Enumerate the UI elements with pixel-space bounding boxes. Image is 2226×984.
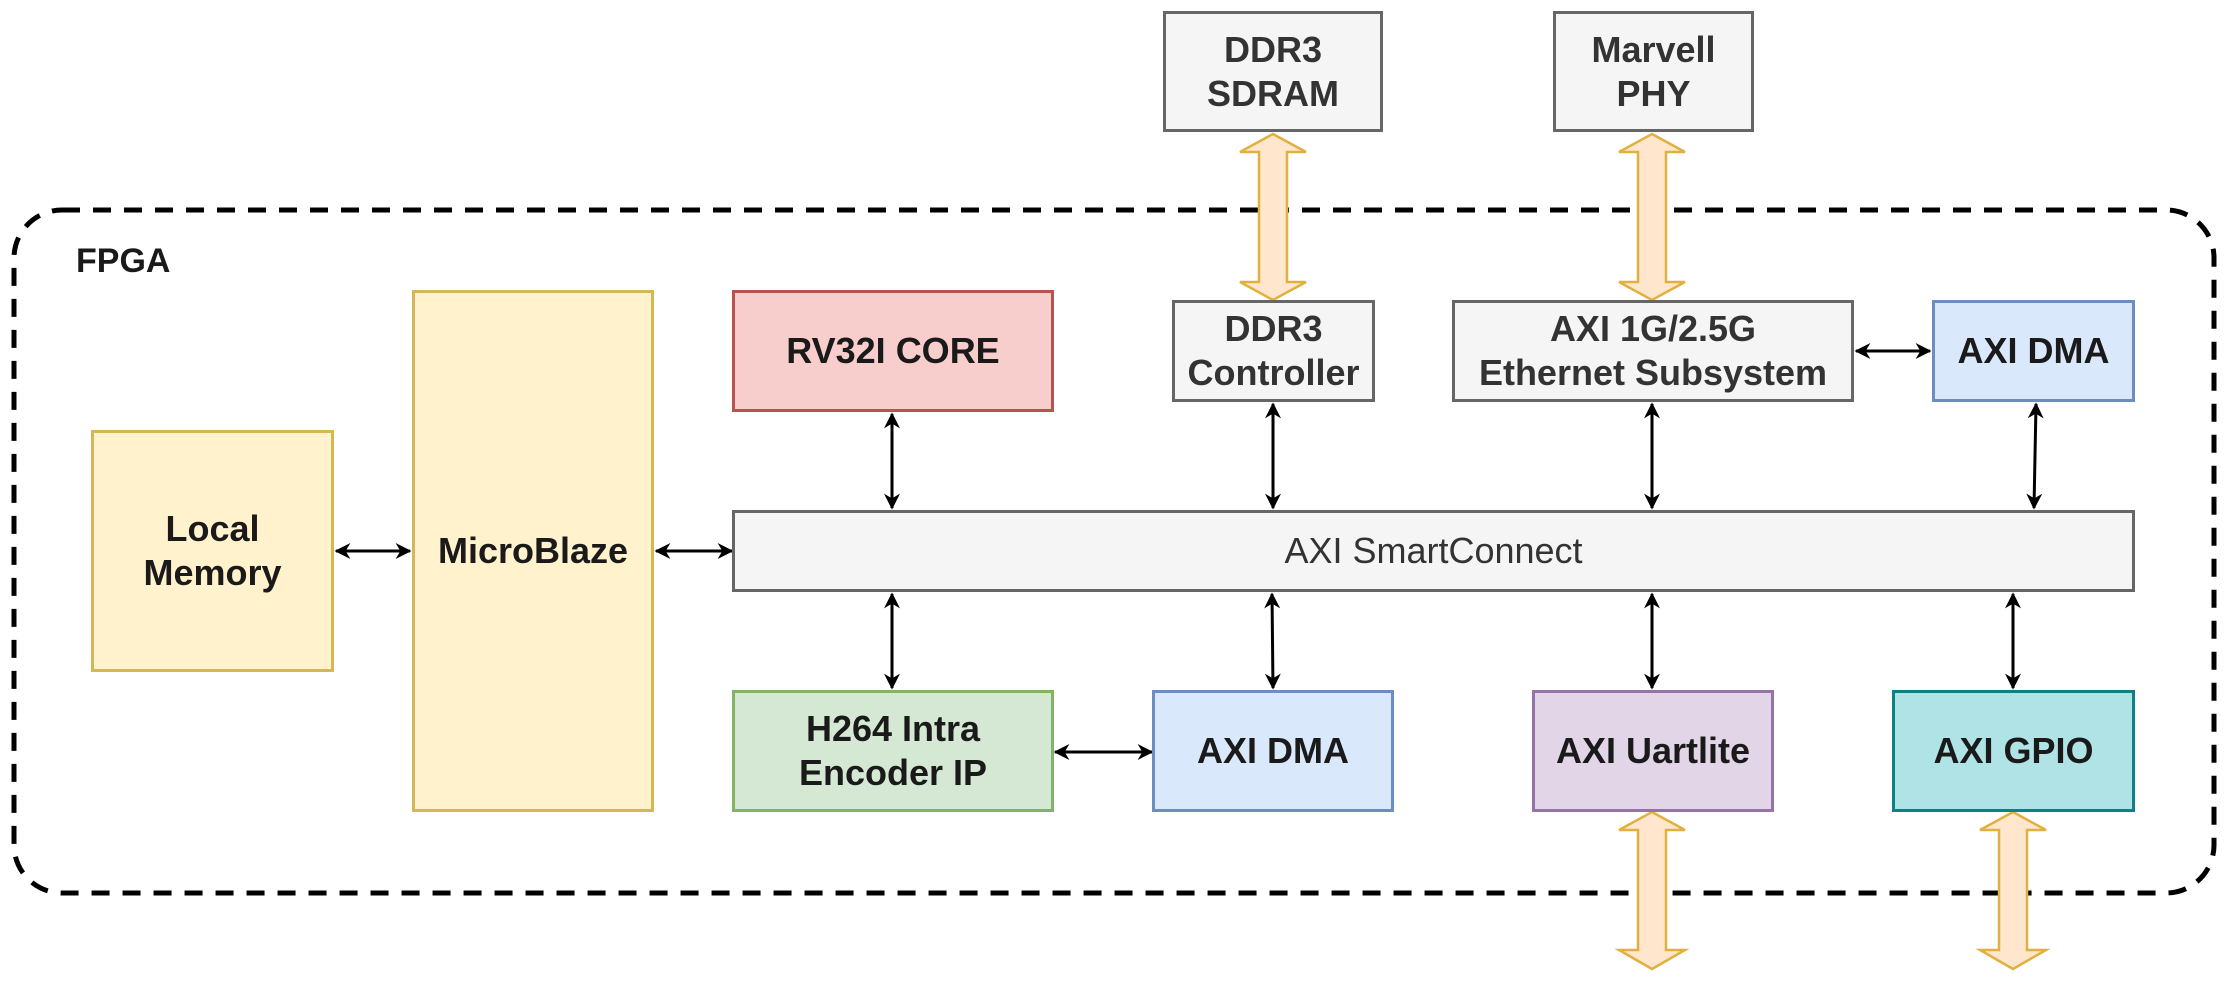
ddr3-controller-block: DDR3 Controller [1172,300,1375,402]
gpio-external-arrow [1975,810,2051,971]
axi-gpio-block: AXI GPIO [1892,690,2135,812]
h264-encoder-block: H264 Intra Encoder IP [732,690,1054,812]
marvell-phy-block: Marvell PHY [1553,11,1754,132]
axi-dma-top-block: AXI DMA [1932,300,2135,402]
dmatop-smartconnect-link [2026,402,2044,510]
axi-uartlite-block: AXI Uartlite [1532,690,1774,812]
phy-bus-arrow [1618,132,1686,302]
smartconnect-dma-bottom-link [1264,592,1281,690]
ethernet-subsystem-block: AXI 1G/2.5G Ethernet Subsystem [1452,300,1854,402]
axi-smartconnect-block: AXI SmartConnect [732,510,2135,592]
axi-dma-bottom-block: AXI DMA [1152,690,1394,812]
connectors [334,343,2044,760]
rv32i-core-block: RV32I CORE [732,290,1054,412]
microblaze-block: MicroBlaze [412,290,654,812]
local-memory-block: Local Memory [91,430,334,672]
fpga-label: FPGA [76,242,171,280]
uart-external-arrow [1614,810,1690,971]
ddr3-sdram-block: DDR3 SDRAM [1163,11,1383,132]
fpga-boundary [11,207,2217,896]
ddr3-bus-arrow [1239,132,1307,302]
